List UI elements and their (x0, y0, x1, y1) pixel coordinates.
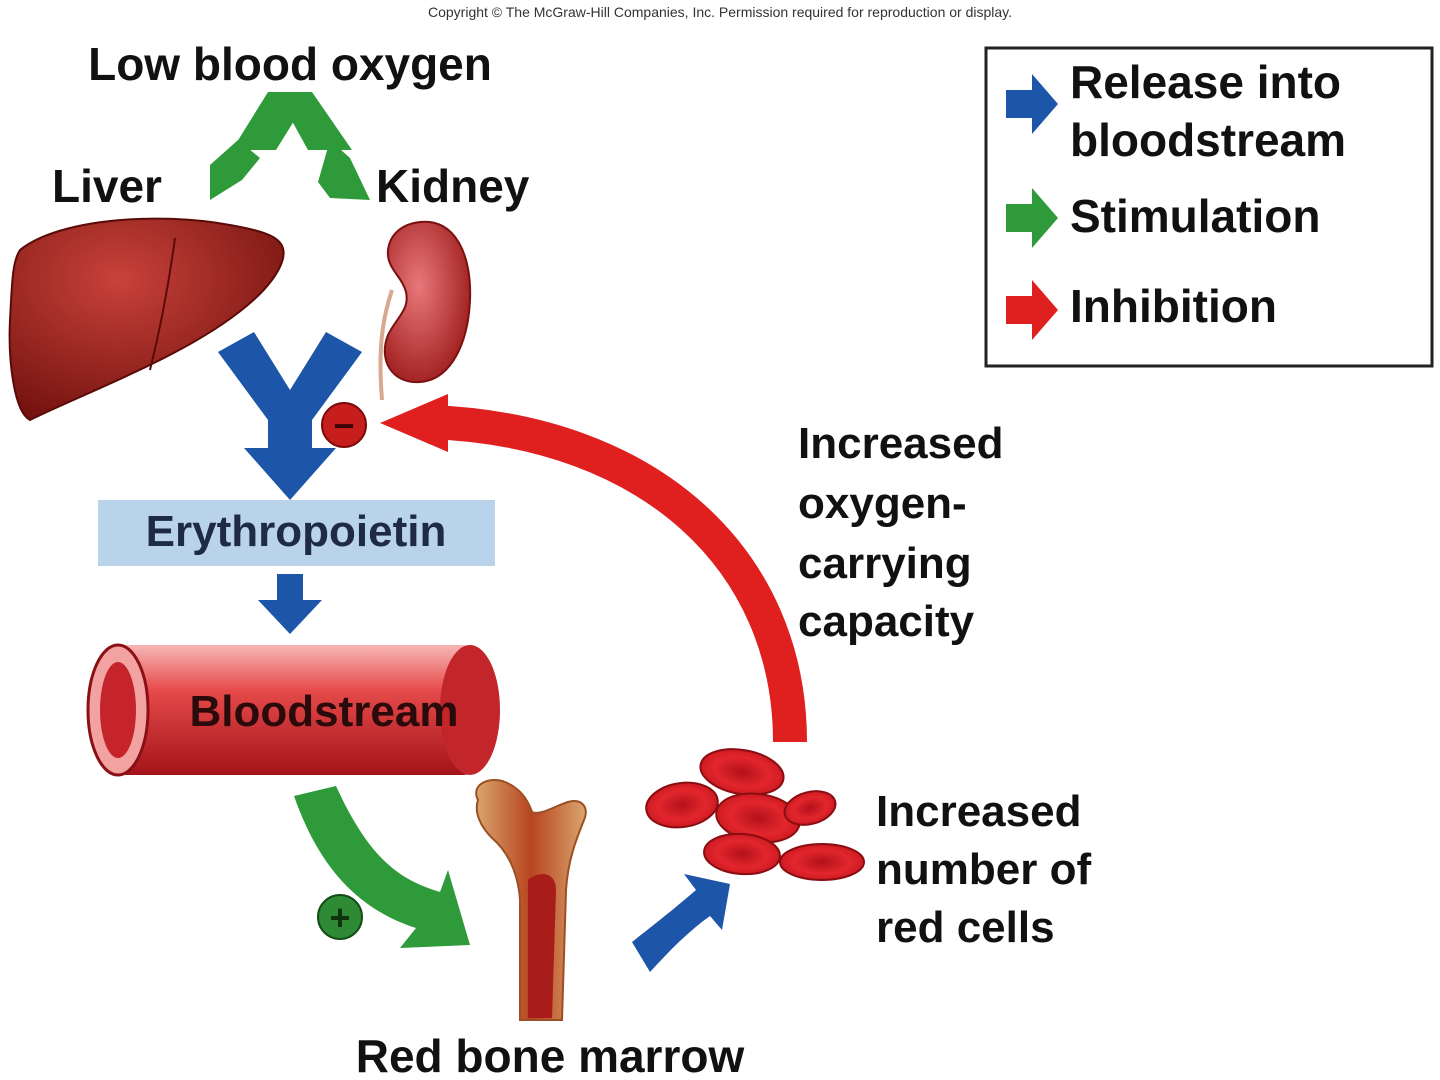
kidney-illustration (378, 220, 472, 401)
increased-red-cells-line-1: Increased (876, 787, 1081, 836)
release-legend-arrow-icon (1006, 74, 1058, 134)
increased-capacity-line-1: Increased (798, 419, 1003, 468)
erythropoietin-box (98, 500, 495, 566)
increased-red-cells-line-2: number of (876, 845, 1091, 894)
release-arrow-to-red-cells (632, 874, 730, 972)
liver-fissure (149, 237, 176, 371)
stimulation-split-arrow (210, 92, 370, 200)
legend-item-release: Release into bloodstream (1006, 56, 1346, 166)
erythropoietin-label: Erythropoietin (146, 507, 447, 556)
liver-illustration (8, 217, 285, 422)
legend-item-inhibition: Inhibition (1006, 280, 1277, 340)
red-bone-marrow-label: Red bone marrow (356, 1030, 745, 1080)
legend-inhibition-label: Inhibition (1070, 280, 1277, 332)
legend-box (984, 46, 1434, 368)
legend-item-stimulation: Stimulation (1006, 188, 1320, 248)
copyright-text: Copyright © The McGraw-Hill Companies, I… (428, 4, 1012, 20)
liver-label: Liver (52, 160, 162, 212)
kidney-label: Kidney (376, 160, 530, 212)
bloodstream-tube (86, 643, 500, 777)
inhibit-symbol: − (321, 402, 367, 448)
increased-capacity-line-4: capacity (798, 597, 975, 646)
red-blood-cells-cluster (645, 748, 865, 881)
bone-illustration (475, 779, 587, 1021)
stimulate-symbol: + (317, 894, 363, 940)
legend: Release into bloodstream Stimulation Inh… (984, 46, 1434, 368)
release-y-arrow (218, 332, 362, 500)
increased-capacity-line-2: oxygen- (798, 479, 967, 528)
increased-capacity-line-3: carrying (798, 539, 972, 588)
low-blood-oxygen-label: Low blood oxygen (88, 38, 492, 90)
increased-capacity-label: Increased oxygen- carrying capacity (798, 419, 1003, 646)
legend-release-line-2: bloodstream (1070, 114, 1346, 166)
inhibition-legend-arrow-icon (1006, 280, 1058, 340)
bloodstream-label: Bloodstream (190, 687, 459, 736)
stimulate-symbol-text: + (329, 897, 350, 938)
release-arrow-to-bloodstream (258, 574, 322, 634)
stimulation-arrow-to-marrow (294, 786, 470, 948)
inhibition-feedback-arrow (380, 394, 807, 743)
increased-red-cells-line-3: red cells (876, 903, 1055, 952)
stimulation-legend-arrow-icon (1006, 188, 1058, 248)
legend-release-line-1: Release into (1070, 56, 1341, 108)
increased-red-cells-label: Increased number of red cells (876, 787, 1091, 952)
legend-stimulation-label: Stimulation (1070, 190, 1320, 242)
inhibit-symbol-text: − (333, 405, 354, 446)
